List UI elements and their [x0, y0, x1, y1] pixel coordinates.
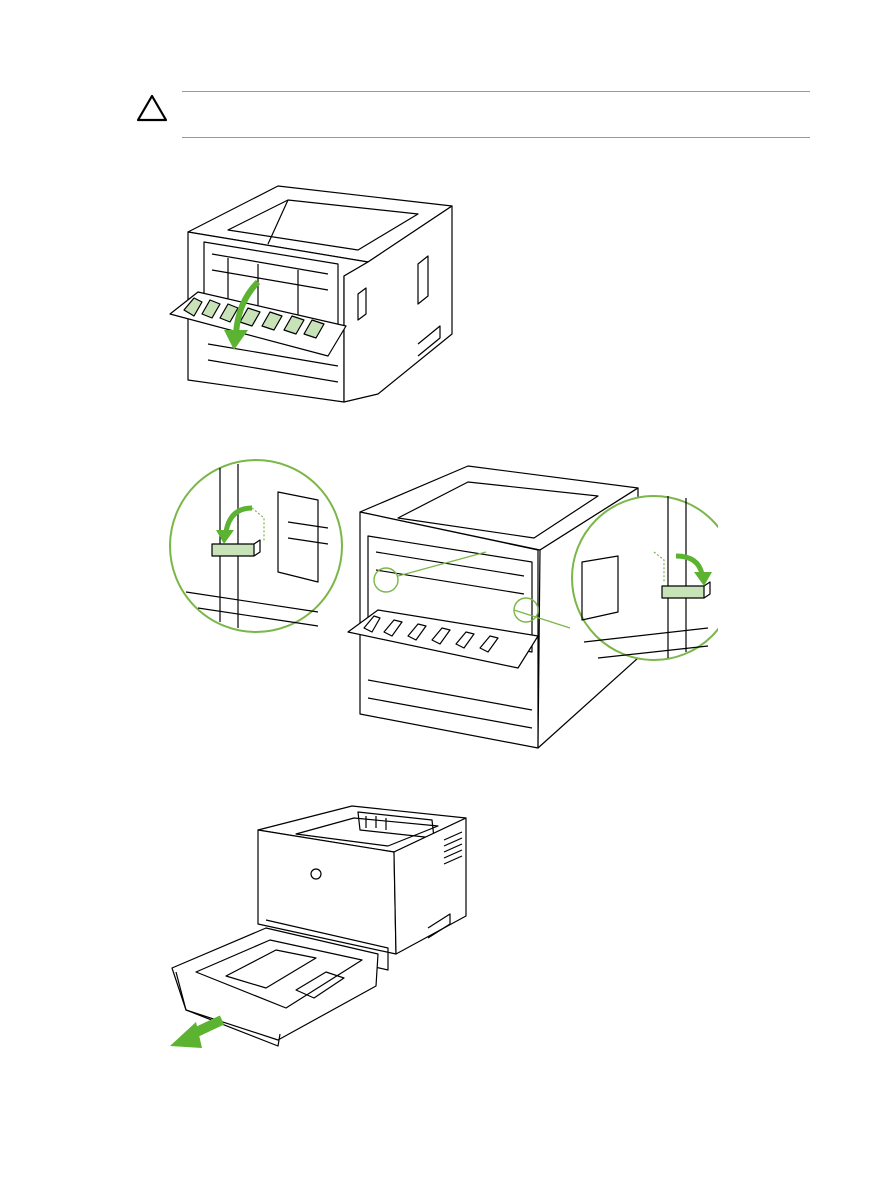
paper-tray: [171, 927, 379, 1041]
caution-bottom-rule: [182, 137, 810, 138]
rotate-arrow-icon: [223, 505, 253, 533]
figure-tray-pull-out: [166, 800, 472, 1060]
figure-pressure-release-levers: [168, 452, 718, 752]
curved-arrow-down-icon: [224, 279, 261, 350]
rotate-arrow-icon: [675, 553, 705, 575]
straight-arrow-icon: [170, 1015, 225, 1048]
warning-triangle-icon: [136, 94, 168, 122]
caution-note: [136, 88, 810, 140]
figure-rear-door-open: [168, 184, 460, 404]
caution-top-rule: [182, 91, 810, 92]
